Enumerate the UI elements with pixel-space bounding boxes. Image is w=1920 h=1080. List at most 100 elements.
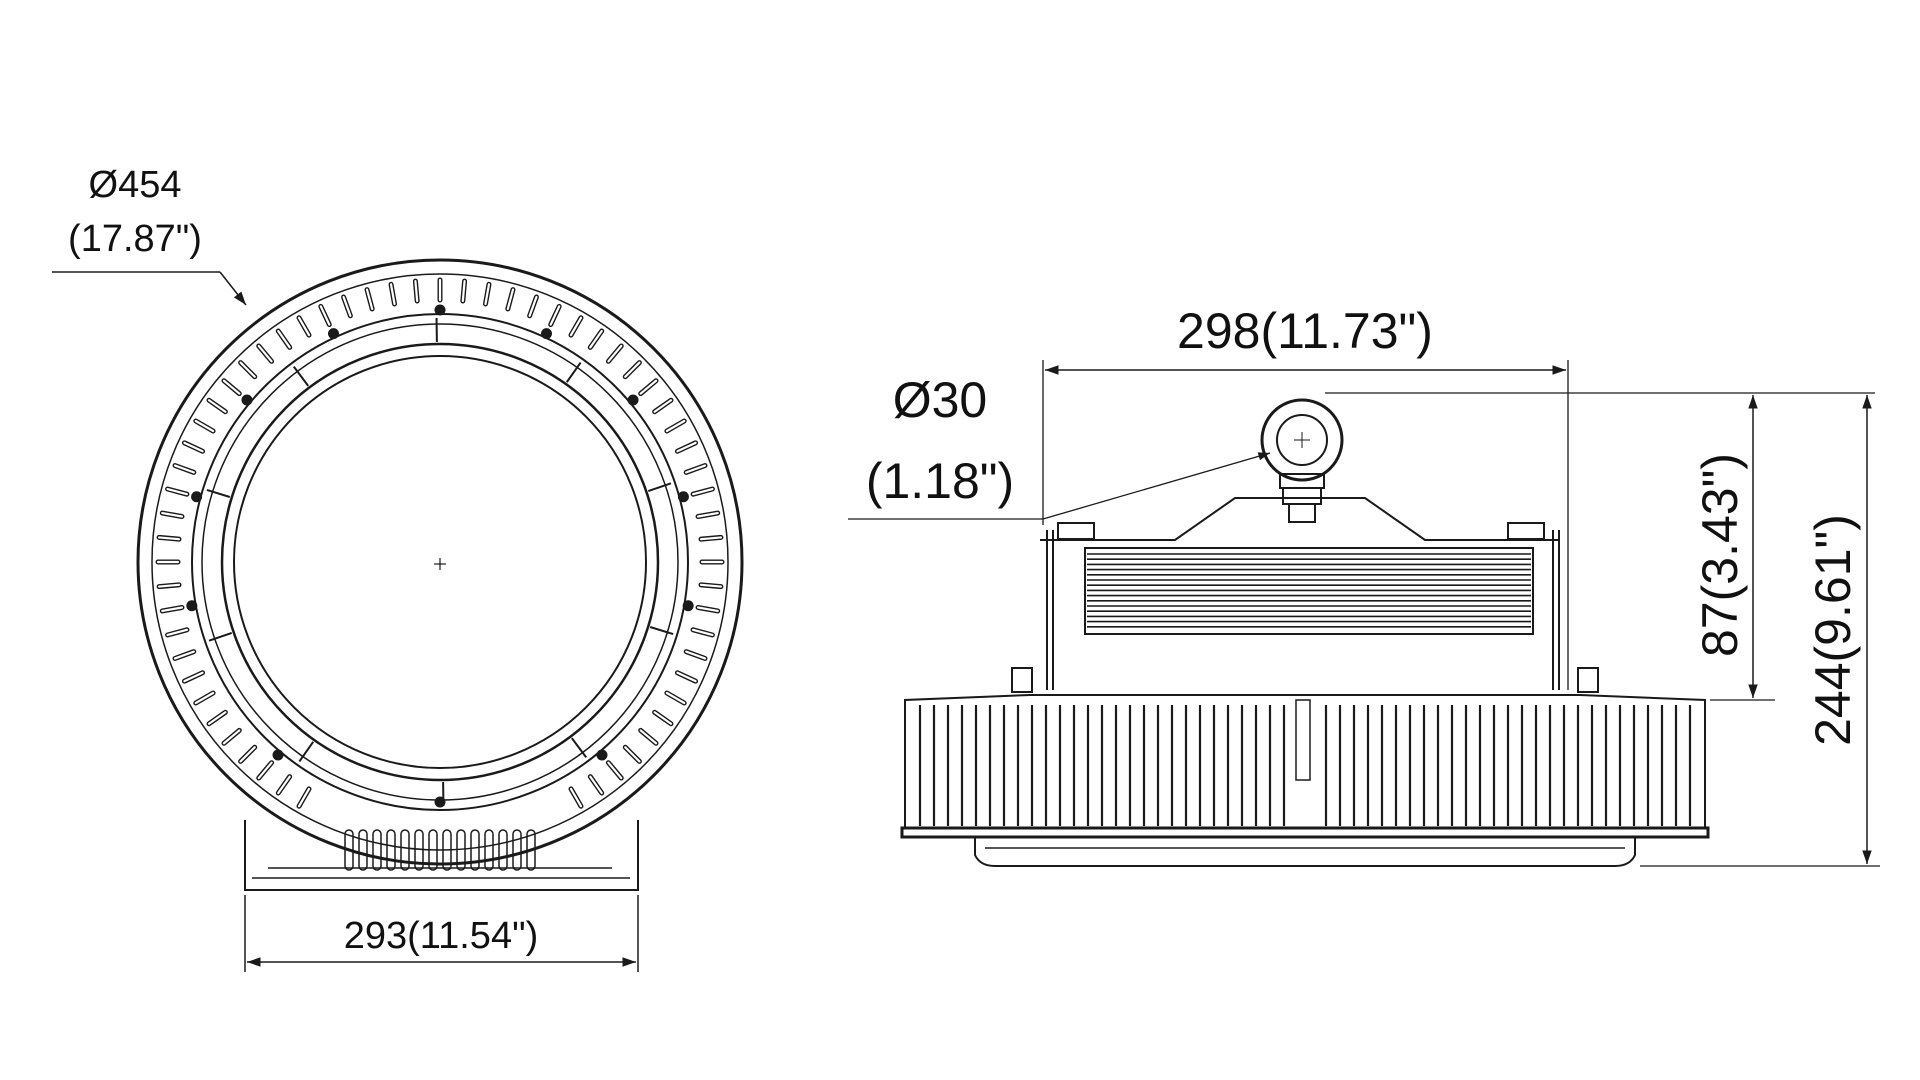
- cooling-fin-gap: [389, 283, 396, 306]
- frame-rib: [206, 488, 231, 498]
- bolt: [272, 749, 284, 761]
- base-fin: [344, 829, 354, 871]
- outer-cooling-fins: [155, 277, 725, 871]
- cooling-fin-gap: [665, 691, 686, 705]
- bolt: [186, 600, 198, 612]
- outer-ring: [136, 258, 744, 866]
- outer-ring-inner-edge: [151, 273, 729, 851]
- cooling-fin-gap: [639, 379, 658, 395]
- front-width-label: 293(11.54"): [344, 915, 538, 957]
- base-fin: [512, 829, 522, 871]
- side-width-label: 298(11.73"): [1177, 303, 1433, 359]
- bolt: [677, 491, 689, 503]
- cooling-fin-gap: [653, 711, 673, 725]
- cooling-fin-gap: [607, 344, 623, 363]
- cooling-fin-gap: [685, 464, 707, 474]
- frame-rib: [565, 362, 582, 383]
- front-mount-base: [244, 820, 639, 891]
- bolt: [191, 491, 203, 503]
- cooling-fin-gap: [461, 279, 466, 303]
- housing-latch: [1295, 699, 1311, 781]
- cooling-fin-gap: [639, 729, 658, 745]
- mounting-bracket: [1011, 497, 1599, 693]
- cooling-fin-gap: [528, 295, 538, 317]
- bolt: [682, 600, 694, 612]
- bolt: [596, 749, 608, 761]
- cooling-fin-gap: [691, 628, 714, 637]
- center-mark: [434, 558, 446, 570]
- cooling-fin-gap: [207, 711, 227, 725]
- frame-rib: [292, 366, 309, 387]
- cooling-fin-gap: [183, 671, 204, 683]
- bracket-height-dimension: [1325, 392, 1875, 701]
- bolt-ring: [186, 304, 694, 808]
- front-view: Ø454 (17.87") 293(11.54"): [52, 164, 744, 972]
- cooling-fin-gap: [589, 775, 603, 795]
- bolt: [241, 394, 253, 406]
- cooling-fin-gap: [297, 787, 311, 808]
- hook-diameter-mm: Ø30: [893, 372, 988, 428]
- front-diameter-mm: Ø454: [89, 164, 182, 206]
- total-height-dimension: [1640, 395, 1880, 867]
- bolt: [540, 328, 552, 340]
- driver-fins: [1087, 553, 1531, 628]
- frame-segments: [206, 318, 674, 806]
- cooling-fin-gap: [161, 511, 184, 518]
- bolt: [627, 394, 639, 406]
- base-fin: [428, 829, 438, 871]
- cooling-fin-gap: [166, 487, 189, 496]
- base-fin: [526, 829, 536, 871]
- cooling-fin-gap: [222, 379, 241, 395]
- frame-rib: [647, 482, 672, 493]
- side-width-dimension: [1042, 360, 1569, 690]
- cooling-fin-gap: [549, 305, 561, 326]
- housing: [900, 694, 1710, 867]
- base-fin: [498, 829, 508, 871]
- base-fin: [400, 829, 410, 871]
- cooling-fin-gap: [342, 295, 352, 317]
- cooling-fin-gap: [161, 606, 184, 613]
- cooling-fin-gap: [676, 441, 697, 453]
- total-height-label: 244(9.61"): [1805, 514, 1861, 746]
- frame-rib: [208, 631, 233, 642]
- hook-diameter-in: (1.18"): [866, 453, 1014, 509]
- cooling-fin-gap: [207, 399, 227, 413]
- bracket-height-label: 87(3.43"): [1692, 453, 1748, 657]
- frame-rib: [298, 741, 315, 762]
- bolt: [328, 328, 340, 340]
- cooling-fin-gap: [157, 536, 181, 541]
- lens-ring: [220, 342, 660, 782]
- cooling-fin-gap: [569, 316, 583, 337]
- frame-rib: [571, 737, 588, 758]
- cooling-fin-gap: [157, 583, 181, 588]
- front-diameter-in: (17.87"): [68, 218, 202, 260]
- cooling-fin-gap: [297, 316, 311, 337]
- base-fin: [414, 829, 424, 871]
- cooling-fin-gap: [653, 399, 673, 413]
- cooling-fin-gap: [239, 361, 256, 378]
- driver-box: [1084, 547, 1534, 635]
- base-fin: [484, 829, 494, 871]
- cooling-fin-gap: [183, 441, 204, 453]
- frame-rib: [649, 626, 674, 636]
- side-view: 298(11.73") Ø30 (1.18") 87(3.43") 244(9.…: [848, 303, 1880, 867]
- cooling-fin-gap: [665, 419, 686, 433]
- cooling-fin-gap: [173, 464, 195, 474]
- cooling-fin-gap: [194, 419, 215, 433]
- cooling-fin-gap: [194, 691, 215, 705]
- base-fin: [358, 829, 368, 871]
- cooling-fin-gap: [506, 288, 515, 311]
- diameter-leader: [52, 271, 247, 306]
- base-fin: [470, 829, 480, 871]
- base-fin: [386, 829, 396, 871]
- cooling-fin-gap: [257, 761, 273, 780]
- cooling-fin-gap: [569, 787, 583, 808]
- cooling-fin-gap: [696, 606, 719, 613]
- bolt: [434, 304, 446, 316]
- cooling-fin-gap: [696, 511, 719, 518]
- cooling-fin-gap: [257, 344, 273, 363]
- cooling-fin-gap: [699, 536, 723, 541]
- cooling-fin-gap: [589, 329, 603, 349]
- cooling-fin-gap: [699, 583, 723, 588]
